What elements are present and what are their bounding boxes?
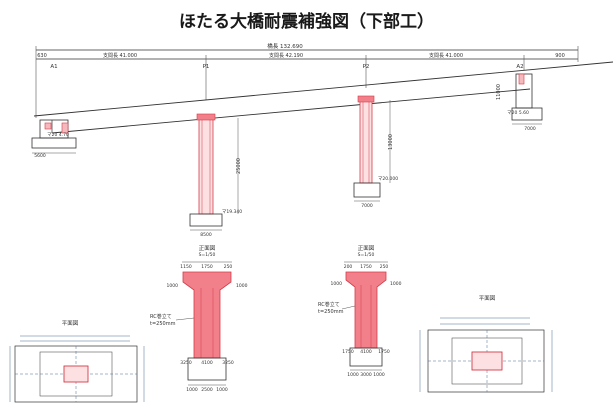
detail-left-side-dim-1: 1000 [167, 283, 179, 289]
span-label-1: 支間長 41.000 [103, 52, 137, 59]
detail-left-bottom-dim-2: 4100 [201, 360, 213, 366]
detail-left-note-1: RC巻立て [150, 313, 172, 320]
right-end-dim: 900 [555, 53, 565, 59]
detail-left-base-dim-1: 1000 [186, 387, 198, 393]
detail-right-base-dim-3: 1000 [373, 372, 385, 378]
pier-p1: 25000 マ19.340 8500 [189, 113, 242, 238]
detail-right-column [345, 271, 387, 349]
detail-right-title: 正面図 [358, 245, 375, 252]
detail-left-note-2: t=250mm [150, 321, 176, 327]
detail-left-column [182, 271, 232, 359]
girder-top-line [33, 61, 613, 117]
abutment-a2: 11000 マ20 5.60 7000 [496, 73, 543, 132]
span-label-2: 支間長 42.190 [269, 52, 303, 59]
detail-left-base-dim-3: 1000 [216, 387, 228, 393]
detail-right-base-dim-2: 3000 [360, 372, 372, 378]
p1-footing-dim: 8500 [200, 232, 212, 238]
support-label-a1: A1 [50, 64, 57, 70]
detail-right-bottom-dim-1: 1750 [342, 349, 354, 355]
detail-left: 正面図 S=1/50 1150 1750 250 1000 1000 RC巻立て… [150, 245, 248, 393]
a1-width-dim: 5600 [34, 153, 46, 159]
a2-width-dim: 7000 [524, 126, 536, 132]
a1-elevation-tag: マ20 4.70 [47, 132, 69, 138]
detail-left-bottom-dim-3: 3250 [222, 360, 234, 366]
left-end-dim: 630 [37, 53, 47, 59]
abutment-a1: マ20 4.70 5600 [31, 119, 77, 159]
detail-right-scale: S=1/50 [358, 252, 375, 258]
detail-left-top-dim-1: 1150 [180, 264, 192, 270]
support-label-a2: A2 [516, 64, 523, 70]
detail-right-bottom-dim-3: 1750 [378, 349, 390, 355]
detail-left-base-dim-2: 2500 [201, 387, 213, 393]
detail-right: 正面図 S=1/50 200 1750 250 1000 1000 RC巻立て … [318, 245, 402, 378]
detail-right-side-dim-1: 1000 [331, 281, 343, 287]
detail-right-side-dim-2: 1000 [390, 281, 402, 287]
detail-left-top-dim-2: 1750 [201, 264, 213, 270]
plan-right-title: 平面図 [479, 295, 496, 302]
detail-left-top-dim-3: 250 [224, 264, 233, 270]
detail-right-top-dim-2: 1750 [360, 264, 372, 270]
span-label-3: 支間長 41.000 [429, 52, 463, 59]
elevation-view: 橋長 132.690 支間長 41.000 支間長 42.190 支間長 41.… [31, 42, 613, 238]
plan-left: 平面図 [9, 320, 145, 403]
girder-bottom-line [51, 88, 531, 134]
detail-right-bottom-dim-2: 4100 [360, 349, 372, 355]
support-label-p2: P2 [363, 64, 370, 70]
plan-right-reinforcement [471, 351, 503, 371]
plan-left-title: 平面図 [62, 320, 79, 327]
pier-p2: 13000 マ20.000 7000 [353, 95, 398, 209]
support-label-p1: P1 [203, 64, 210, 70]
p2-elevation-tag: マ20.000 [378, 176, 398, 182]
total-length-label: 橋長 132.690 [267, 42, 303, 50]
drawing-title: ほたる大橋耐震補強図（下部工） [179, 12, 434, 32]
detail-left-title: 正面図 [199, 245, 216, 252]
p1-elevation-tag: マ19.340 [222, 209, 242, 215]
plan-right: 平面図 [419, 295, 553, 393]
detail-right-top-dim-1: 200 [344, 264, 353, 270]
a2-elevation-tag: マ20 5.60 [507, 110, 529, 116]
detail-right-top-dim-3: 250 [380, 264, 389, 270]
detail-right-note-1: RC巻立て [318, 301, 340, 308]
p2-footing-dim: 7000 [361, 203, 373, 209]
detail-left-scale: S=1/50 [199, 252, 216, 258]
detail-left-bottom-dim-1: 3250 [180, 360, 192, 366]
plan-left-reinforcement [63, 365, 89, 383]
detail-left-side-dim-2: 1000 [236, 283, 248, 289]
detail-right-note-2: t=250mm [318, 309, 344, 315]
detail-right-base-dim-1: 1000 [347, 372, 359, 378]
p2-height-dim: 13000 [388, 134, 394, 150]
p1-height-dim: 25000 [236, 158, 242, 174]
a2-height-dim: 11000 [496, 84, 502, 100]
